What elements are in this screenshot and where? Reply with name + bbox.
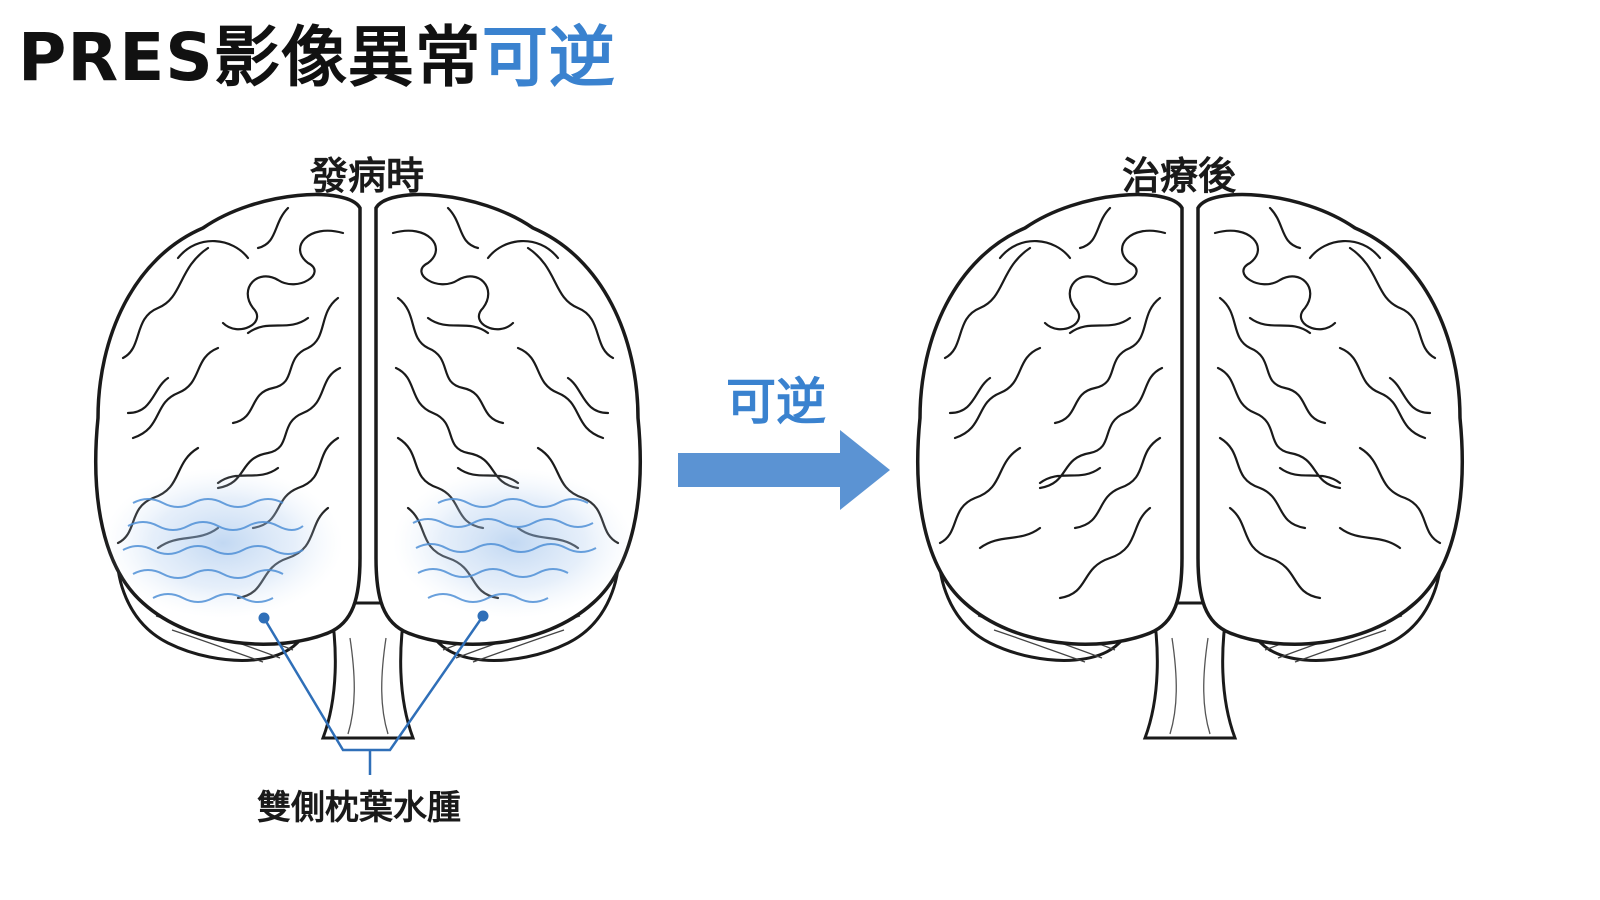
title-accent: 可逆 [481, 19, 616, 96]
brain-after [918, 195, 1462, 738]
edema-region-right [393, 468, 633, 618]
stage-label-after: 治療後 [1122, 154, 1237, 198]
transition-label: 可逆 [726, 373, 826, 431]
page-title: PRES影像異常可逆 [18, 19, 616, 96]
transition-arrow [678, 430, 890, 510]
callout-label: 雙側枕葉水腫 [257, 788, 461, 828]
stage-label-before: 發病時 [310, 154, 425, 198]
edema-region-left [103, 468, 343, 618]
callout-leaders [258, 610, 489, 775]
callout-line [262, 615, 485, 775]
title-main: PRES影像異常 [18, 19, 482, 96]
brain-before [96, 195, 640, 738]
